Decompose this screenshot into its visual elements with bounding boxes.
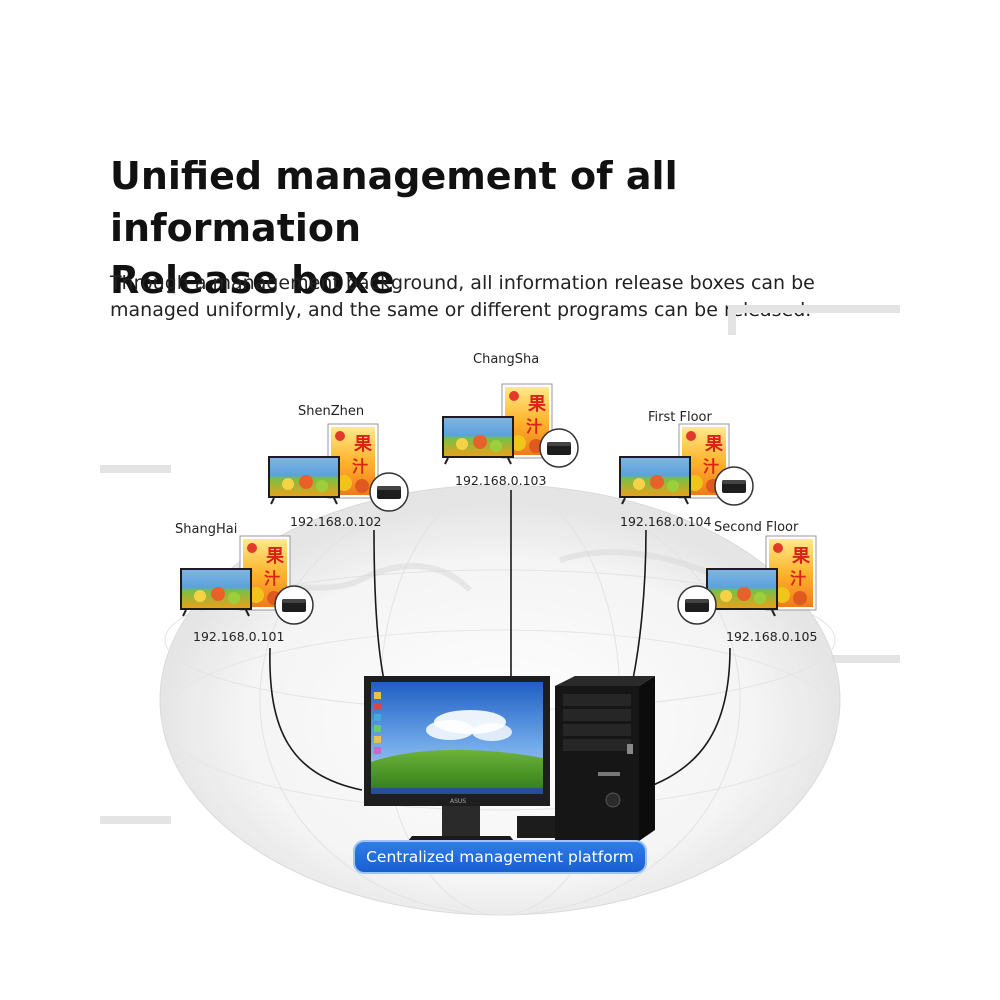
pc-monitor: ASUS [364, 676, 555, 846]
title-line-1: Unified management of all information [110, 154, 678, 250]
decor-bar [100, 465, 171, 473]
network-cables [269, 490, 731, 791]
node-second-floor: Second Floor 192.168.0.105 [677, 520, 817, 644]
ip-label: 192.168.0.101 [193, 629, 284, 644]
node-shanghai: ShangHai 192.168.0.101 [175, 522, 314, 644]
media-box-icon [369, 472, 409, 512]
media-box-icon [274, 585, 314, 625]
ip-label: 192.168.0.102 [290, 514, 381, 529]
media-box-icon [677, 585, 717, 625]
page-title: Unified management of all information Re… [110, 150, 910, 306]
cable-shenzhen [373, 529, 385, 681]
location-label: ShenZhen [298, 404, 364, 419]
pc-tower [555, 676, 655, 841]
media-box-icon [714, 466, 754, 506]
location-label: Second Floor [714, 520, 799, 535]
location-label: First Floor [648, 410, 712, 425]
decor-bar [100, 816, 171, 824]
cable-second-floor [639, 647, 731, 791]
cable-shanghai [269, 647, 363, 791]
location-label: ShangHai [175, 522, 237, 537]
decor-bar [728, 305, 736, 335]
svg-text:ASUS: ASUS [450, 798, 466, 805]
decor-bar [830, 655, 900, 663]
management-platform-badge: Centralized management platform [355, 842, 645, 872]
page-subtitle: Through a management background, all inf… [110, 272, 815, 321]
decor-bar [728, 305, 900, 313]
ip-label: 192.168.0.103 [455, 473, 546, 488]
ip-label: 192.168.0.105 [726, 629, 817, 644]
location-label: ChangSha [473, 352, 539, 367]
node-changsha: ChangSha 192.168.0.103 [441, 352, 579, 488]
ip-label: 192.168.0.104 [620, 514, 711, 529]
media-box-icon [539, 428, 579, 468]
title-line-2: Release boxe [110, 258, 395, 302]
node-shenzhen: ShenZhen 192.168.0.102 [267, 404, 409, 529]
node-first-floor: First Floor 192.168.0.104 [618, 410, 754, 529]
